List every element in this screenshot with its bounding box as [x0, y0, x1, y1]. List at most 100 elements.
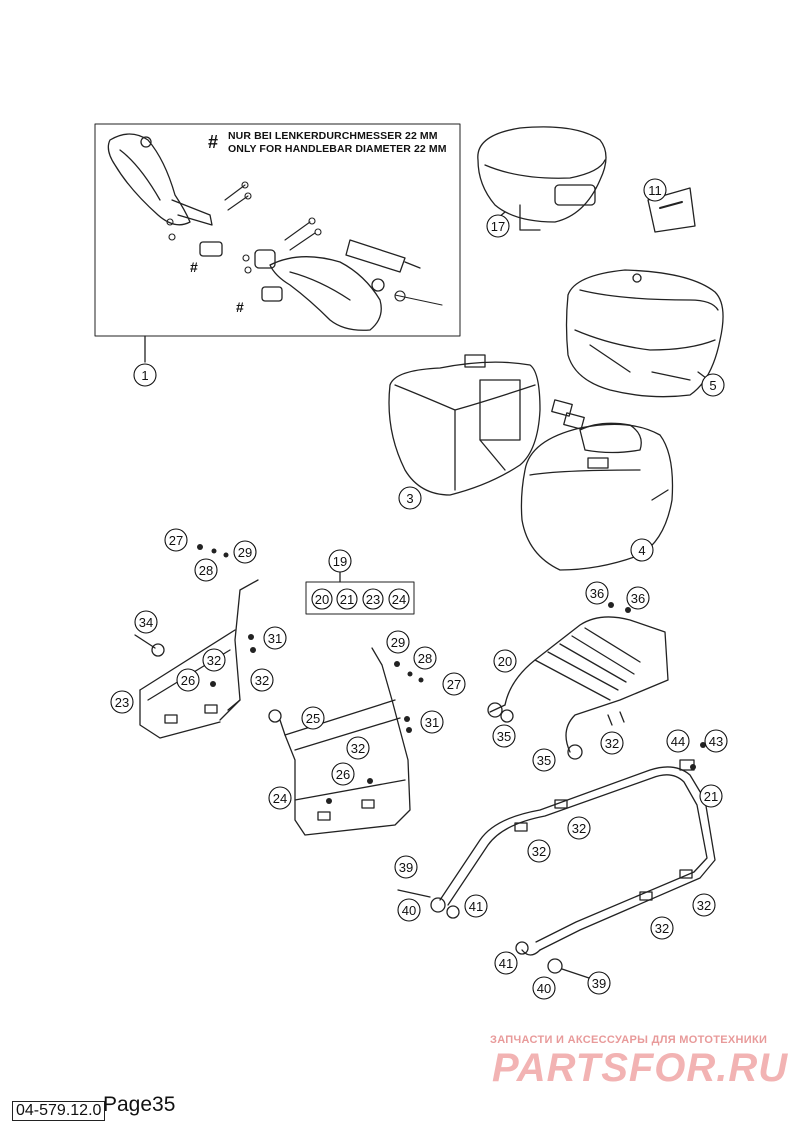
callout-label: 17	[491, 219, 505, 234]
callout-32e: 32	[567, 816, 591, 840]
callout-label: 31	[425, 715, 439, 730]
callout-label: 36	[631, 591, 645, 606]
callout-28a: 28	[194, 558, 218, 582]
callout-34: 34	[134, 610, 158, 634]
luggage-rack	[487, 616, 669, 760]
watermark-brand: PARTSFOR.RU	[492, 1046, 789, 1090]
handguard-right	[269, 239, 421, 331]
side-carrier-frame	[397, 759, 716, 981]
callout-21: 21	[699, 784, 723, 808]
callout-label: 39	[592, 976, 606, 991]
callout-label: 24	[392, 592, 406, 607]
callout-label: 26	[336, 767, 350, 782]
hash-marker: #	[190, 259, 198, 275]
callout-17: 17	[486, 214, 510, 238]
callout-label: 32	[207, 653, 221, 668]
callout-32d: 32	[600, 731, 624, 755]
callout-27b: 27	[442, 672, 466, 696]
callout-label: 44	[671, 734, 685, 749]
callout-21k: 21	[336, 588, 358, 610]
callout-4: 4	[630, 538, 654, 562]
callout-23: 23	[110, 690, 134, 714]
callout-label: 29	[391, 635, 405, 650]
callout-label: 3	[406, 491, 413, 506]
kit-group-box	[305, 581, 415, 615]
callout-32a: 32	[202, 648, 226, 672]
carrier-frame-left	[134, 579, 259, 739]
watermark-tagline: ЗАПЧАСТИ И АКСЕССУАРЫ ДЛЯ МОТОТЕХНИКИ	[490, 1034, 768, 1046]
callout-29a: 29	[233, 540, 257, 564]
callout-32b: 32	[250, 668, 274, 692]
callout-32h: 32	[650, 916, 674, 940]
callout-28b: 28	[413, 646, 437, 670]
callout-41b: 41	[494, 951, 518, 975]
tank-bag	[477, 126, 607, 231]
callout-label: 36	[590, 586, 604, 601]
latch-plate	[563, 412, 585, 430]
callout-label: 26	[181, 673, 195, 688]
callout-label: 21	[340, 592, 354, 607]
callout-label: 23	[366, 592, 380, 607]
handguard-left	[107, 133, 213, 226]
callout-3: 3	[398, 486, 422, 510]
callout-32f: 32	[527, 839, 551, 863]
callout-label: 23	[115, 695, 129, 710]
callout-label: 21	[704, 789, 718, 804]
callout-36a: 36	[585, 581, 609, 605]
callout-label: 41	[469, 899, 483, 914]
callout-23k: 23	[362, 588, 384, 610]
callout-label: 32	[697, 898, 711, 913]
page-label: Page35	[103, 1093, 176, 1116]
callout-35a: 35	[492, 724, 516, 748]
callout-label: 32	[655, 921, 669, 936]
handguard-detail-box	[94, 123, 461, 337]
callout-20: 20	[493, 649, 517, 673]
callout-label: 1	[141, 368, 148, 383]
callout-label: 24	[273, 791, 287, 806]
callout-35b: 35	[532, 748, 556, 772]
callout-27a: 27	[164, 528, 188, 552]
callout-label: 43	[709, 734, 723, 749]
callout-39a: 39	[394, 855, 418, 879]
top-case	[565, 269, 724, 398]
callout-1: 1	[133, 363, 157, 387]
bolt-set	[166, 181, 443, 306]
callout-43: 43	[704, 729, 728, 753]
callout-label: 20	[315, 592, 329, 607]
callout-label: 40	[402, 903, 416, 918]
note-line-de: NUR BEI LENKERDURCHMESSER 22 MM	[228, 130, 438, 142]
callouts: 1 17 11 5 3 4 27 28 29 34 31 32 32 23 26…	[110, 178, 728, 1000]
callout-label: 29	[238, 545, 252, 560]
note-line-en: ONLY FOR HANDLEBAR DIAMETER 22 MM	[228, 143, 447, 155]
hash-marker: #	[236, 299, 244, 315]
callout-label: 32	[351, 741, 365, 756]
hardware-dots	[178, 544, 706, 804]
pannier-left	[388, 354, 541, 496]
callout-36b: 36	[626, 586, 650, 610]
callout-24: 24	[268, 786, 292, 810]
handlebar-note: NUR BEI LENKERDURCHMESSER 22 MM ONLY FOR…	[228, 130, 447, 156]
pannier-right	[520, 422, 674, 571]
callout-31a: 31	[263, 626, 287, 650]
sticker	[647, 187, 696, 233]
callout-44: 44	[666, 729, 690, 753]
callout-32c: 32	[346, 736, 370, 760]
callout-label: 27	[169, 533, 183, 548]
callout-5: 5	[701, 373, 725, 397]
callout-40a: 40	[397, 898, 421, 922]
callout-label: 32	[255, 673, 269, 688]
callout-label: 28	[418, 651, 432, 666]
callout-11: 11	[643, 178, 667, 202]
callout-26a: 26	[176, 668, 200, 692]
callout-31b: 31	[420, 710, 444, 734]
callout-label: 39	[399, 860, 413, 875]
callout-26b: 26	[331, 762, 355, 786]
clamp-part	[254, 249, 276, 269]
callout-29b: 29	[386, 630, 410, 654]
callout-label: 32	[532, 844, 546, 859]
callout-label: 4	[638, 543, 645, 558]
callout-label: 19	[333, 554, 347, 569]
callout-label: 35	[537, 753, 551, 768]
callout-label: 40	[537, 981, 551, 996]
callout-25: 25	[301, 706, 325, 730]
